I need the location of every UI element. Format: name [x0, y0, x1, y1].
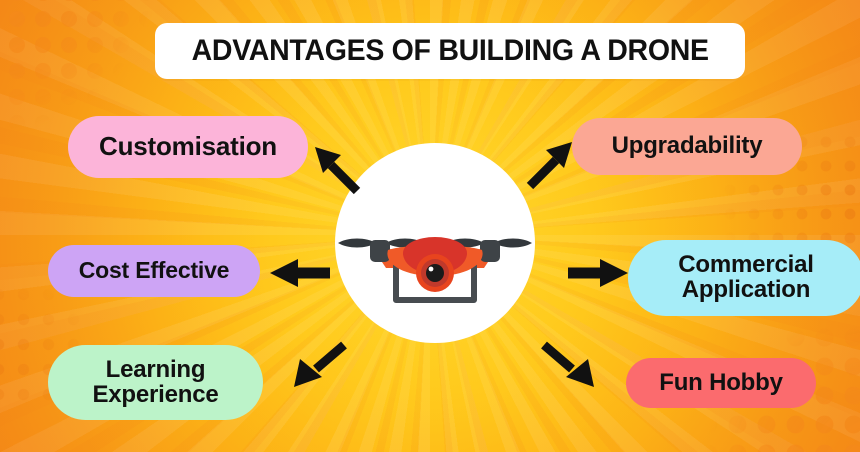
motor-left	[370, 240, 390, 262]
advantage-pill-commercial-application[interactable]: Commercial Application	[628, 240, 860, 316]
page-title: ADVANTAGES OF BUILDING A DRONE	[191, 34, 709, 67]
arrow-left-icon	[270, 259, 330, 287]
advantage-pill-fun-hobby[interactable]: Fun Hobby	[626, 358, 816, 408]
advantage-label: Fun Hobby	[659, 368, 783, 396]
camera-lens	[426, 264, 444, 282]
camera-lens-highlight	[428, 266, 434, 272]
advantage-label: Cost Effective	[78, 257, 230, 284]
landing-gear	[393, 263, 477, 303]
advantage-label-line1: Learning	[105, 355, 206, 383]
arrow-up-left-icon	[315, 147, 361, 195]
drone-icon	[338, 237, 532, 303]
advantage-label: Customisation	[99, 131, 277, 162]
arrow-down-left-icon	[294, 341, 347, 387]
advantage-pill-learning-experience[interactable]: Learning Experience	[48, 345, 263, 420]
title-banner: ADVANTAGES OF BUILDING A DRONE	[155, 23, 745, 79]
advantage-label-line2: Experience	[92, 380, 219, 408]
arrow-right-icon	[568, 259, 628, 287]
advantage-label-line2: Application	[681, 276, 811, 303]
advantage-pill-cost-effective[interactable]: Cost Effective	[48, 245, 260, 297]
advantage-label: Upgradability	[611, 132, 763, 160]
advantage-label-line1: Commercial	[678, 251, 814, 279]
arrow-down-right-icon	[541, 341, 594, 387]
advantage-pill-customisation[interactable]: Customisation	[68, 116, 308, 178]
motor-right	[480, 240, 500, 262]
arrow-up-right-icon	[526, 142, 572, 190]
advantage-pill-upgradability[interactable]: Upgradability	[572, 118, 802, 175]
